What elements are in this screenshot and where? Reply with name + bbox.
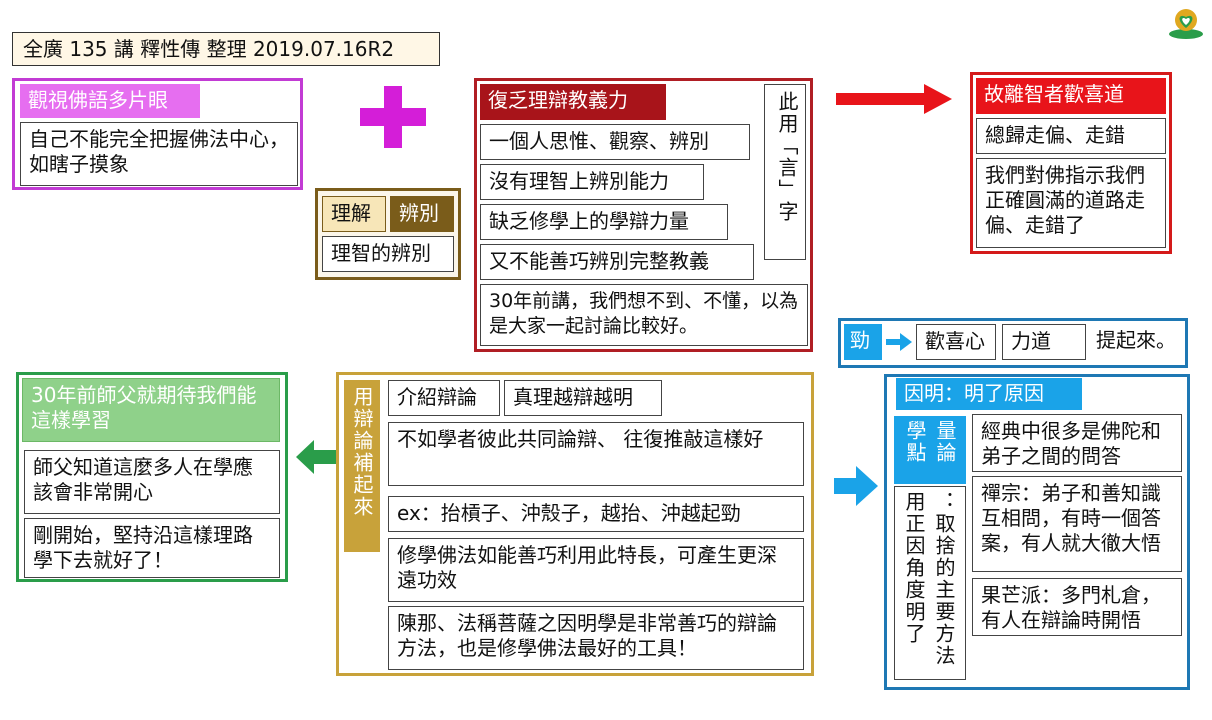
red-item-2: 沒有理智上辨別能力 [480,164,704,200]
strength-force: 力道 [1002,324,1086,360]
blue-header: 因明：明了原因 [896,378,1082,410]
brown-tag-understand: 理解 [322,196,386,232]
result-item-1: 總歸走偏、走錯 [976,118,1166,154]
arrow-left-green-icon [296,440,336,474]
strength-tag: 勁 [844,324,882,360]
arrow-right-blue-icon [886,333,912,351]
gold-tag-intro: 介紹辯論 [388,380,500,416]
brown-tag-discern: 辨別 [390,196,454,232]
brown-body: 理智的辨別 [322,236,454,272]
result-header: 故離智者歡喜道 [976,78,1166,114]
gold-item-1: 不如學者彼此共同論辯、 往復推敲這樣好 [388,422,804,486]
plus-icon [360,86,426,148]
green-header: 30年前師父就期待我們能這樣學習 [22,378,280,442]
gold-item-4: 陳那、法稱菩薩之因明學是非常善巧的辯論方法，也是修學佛法最好的工具！ [388,606,804,670]
purple-body: 自己不能完全把握佛法中心，如瞎子摸象 [20,122,298,186]
blue-item-3: 果芒派：多門札倉，有人在辯論時開悟 [972,578,1182,636]
gold-side-label: 用辯論補起來 [344,380,380,552]
red-item-3: 缺乏修學上的學辯力量 [480,204,728,240]
blue-item-2: 禪宗：弟子和善知識互相問，有時一個答案，有人就大徹大悟 [972,476,1182,572]
strength-tail: 提起來。 [1096,328,1176,352]
strength-joy: 歡喜心 [916,324,996,360]
blue-side-note: ：取捨的主要方法用正因角度明了 [894,486,966,680]
green-item-1: 師父知道這麼多人在學應該會非常開心 [24,450,280,514]
result-item-2: 我們對佛指示我們正確圓滿的道路走偏、走錯了 [976,158,1166,248]
lotus-heart-logo-icon [1166,6,1206,40]
gold-item-2: ex：抬槓子、沖殼子，越抬、沖越起勁 [388,496,804,532]
page-title: 全廣 135 講 釋性傳 整理 2019.07.16R2 [12,32,440,66]
red-header: 復乏理辯教義力 [480,84,666,120]
gold-item-3: 修學佛法如能善巧利用此特長，可產生更深遠功效 [388,538,804,602]
red-item-4: 又不能善巧辨別完整教義 [480,244,754,280]
red-side-note: 此用「言」字 [764,84,806,260]
gold-tag-truth: 真理越辯越明 [504,380,662,416]
purple-header: 觀視佛語多片眼 [20,84,200,118]
arrow-right-cyan-icon [834,466,878,506]
arrow-right-red-icon [836,84,952,114]
blue-item-1: 經典中很多是佛陀和弟子之間的問答 [972,414,1182,472]
red-note: 30年前講，我們想不到、不懂，以為是大家一起討論比較好。 [480,284,808,346]
red-item-1: 一個人思惟、觀察、辨別 [480,124,750,160]
green-item-2: 剛開始，堅持沿這樣理路學下去就好了！ [24,518,280,578]
blue-key-label: 量論學點 [894,416,966,484]
